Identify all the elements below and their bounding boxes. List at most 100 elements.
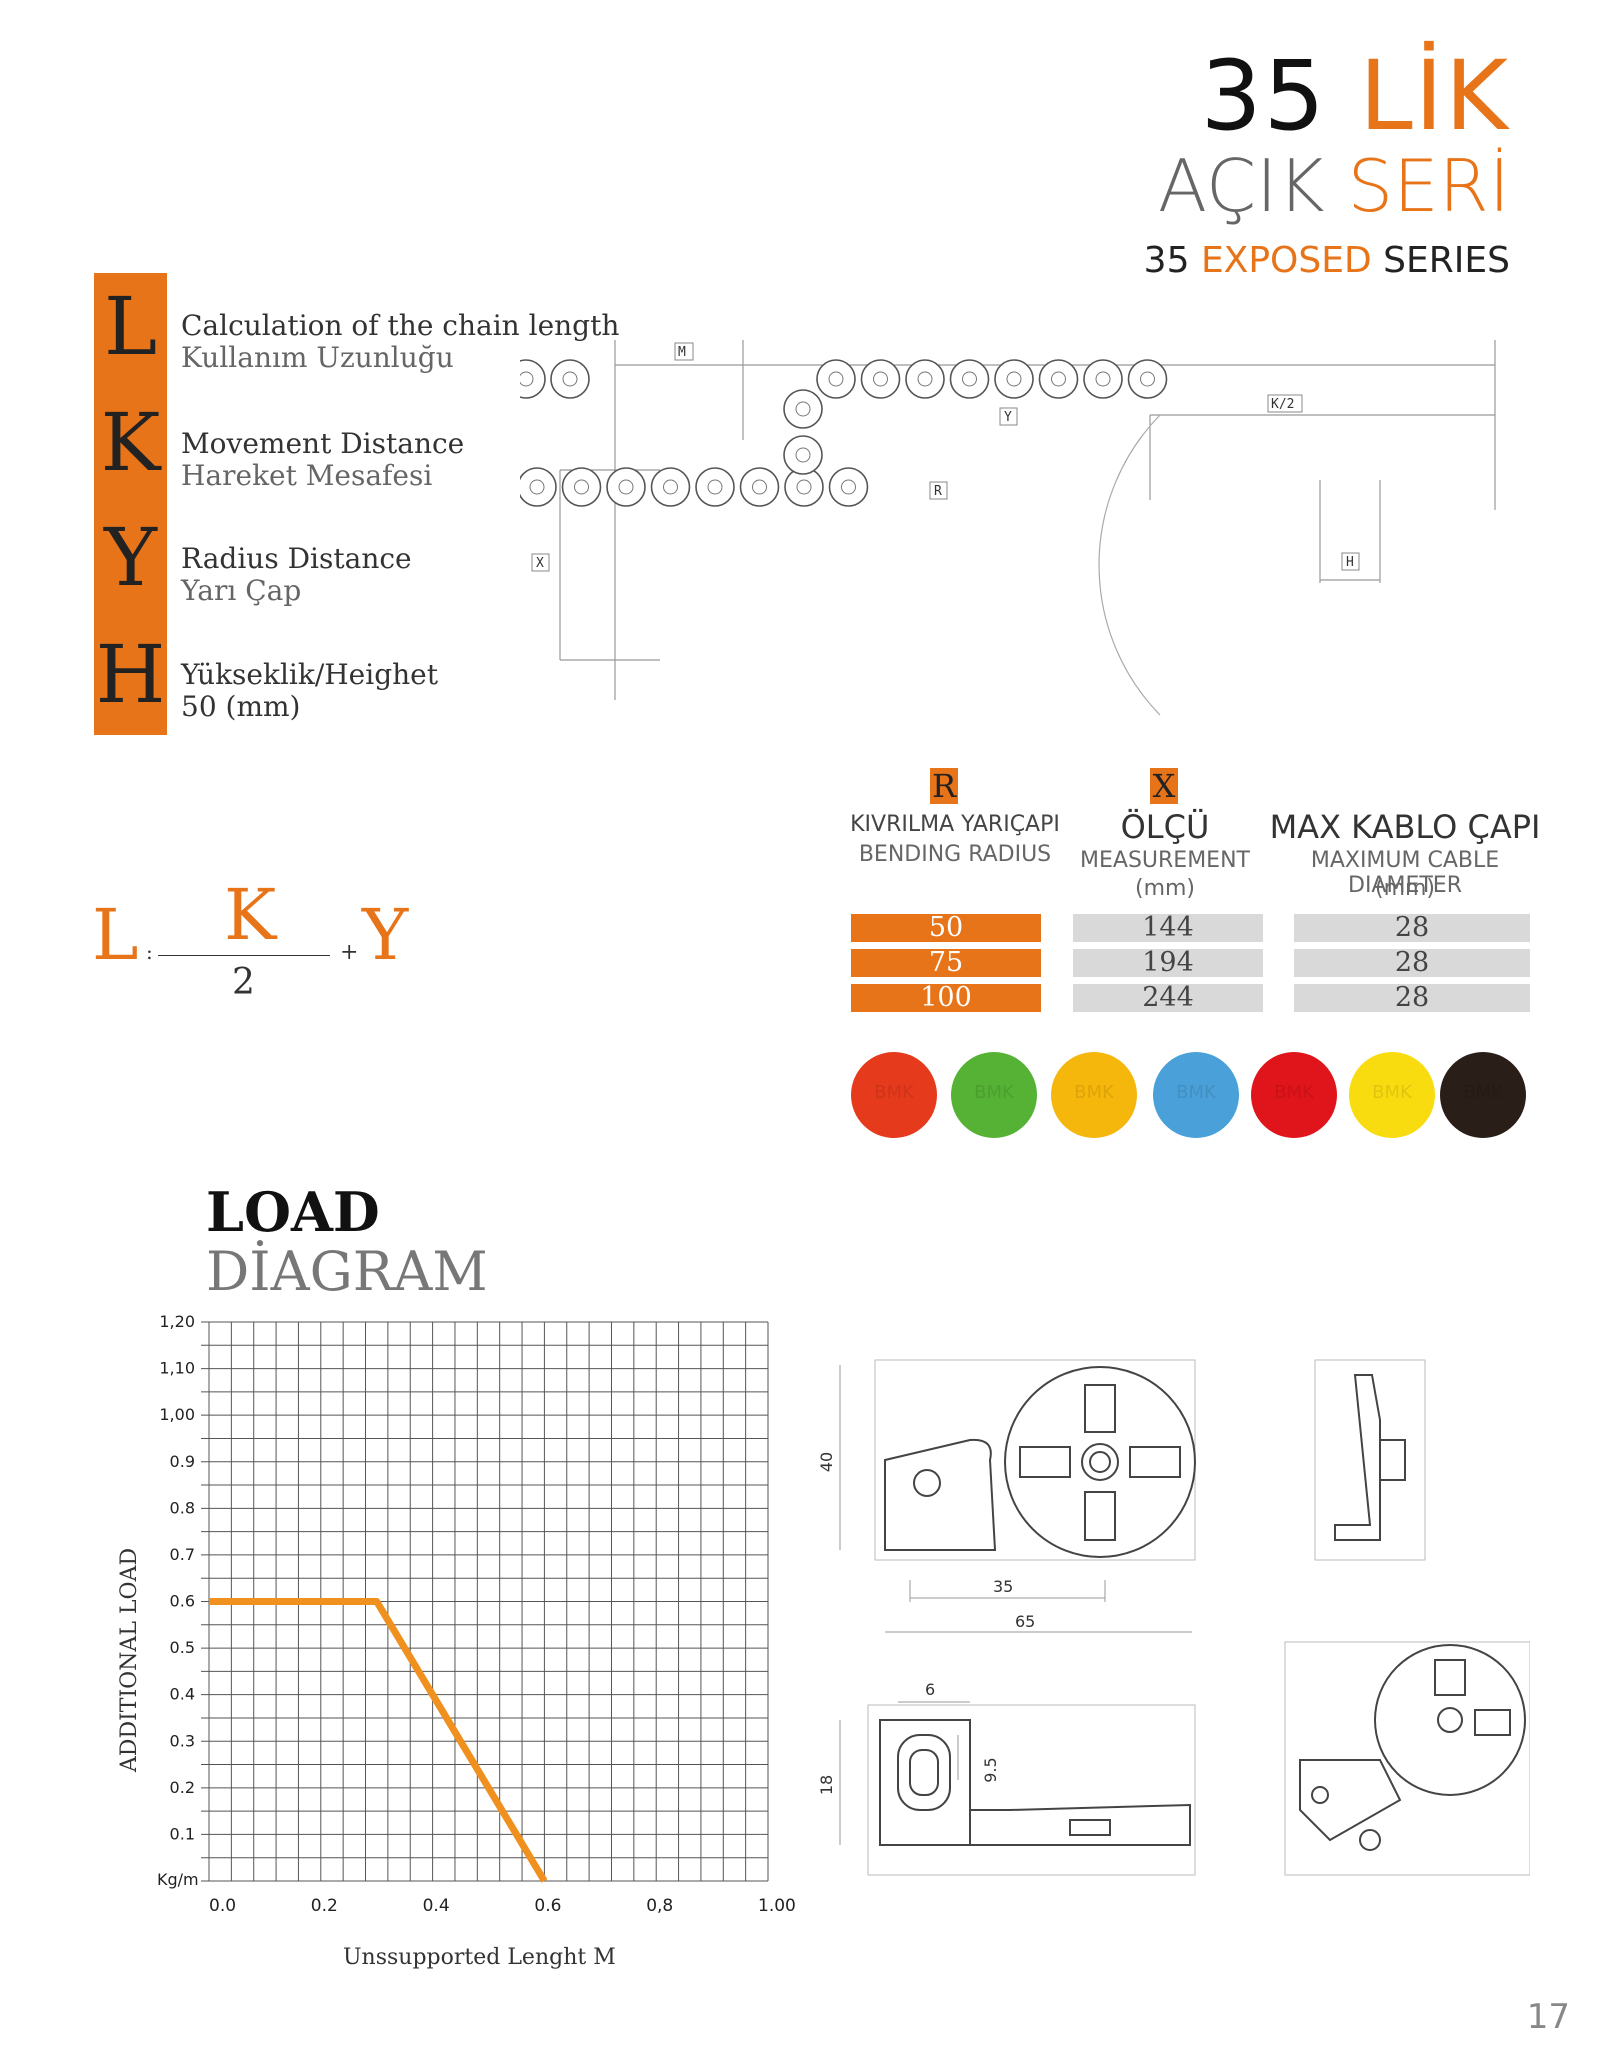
subtitle-part1: AÇIK bbox=[1157, 144, 1325, 228]
table-cell-max: 28 bbox=[1294, 949, 1530, 977]
formula-plus: + bbox=[340, 940, 359, 965]
formula-divisor: 2 bbox=[232, 962, 255, 1003]
table-cell-x: 244 bbox=[1073, 984, 1263, 1012]
chain-link bbox=[520, 359, 546, 399]
part-drawings: 40 35 65 6 9.5 18 bbox=[817, 1359, 1530, 1876]
y-tick-label: 0.3 bbox=[170, 1731, 195, 1750]
chain-link-pin bbox=[529, 479, 545, 495]
table-cell-x: 194 bbox=[1073, 949, 1263, 977]
chain-link-pin bbox=[962, 371, 977, 387]
chain-link-pin bbox=[917, 371, 933, 387]
legend-item-h: Yükseklik/Heighet 50 (mm) bbox=[181, 659, 438, 723]
swatch-brand: BMK bbox=[1176, 1082, 1216, 1103]
chain-link-pin bbox=[752, 479, 767, 495]
x-tick-label: 0,8 bbox=[646, 1896, 673, 1916]
swatch-brand: BMK bbox=[874, 1082, 914, 1103]
chain-link bbox=[994, 359, 1034, 399]
chain-link-pin bbox=[520, 371, 534, 387]
legend-item-y: Radius Distance Yarı Çap bbox=[181, 543, 412, 607]
y-tick-label: 0.8 bbox=[170, 1498, 195, 1517]
legend-item-tr: 50 (mm) bbox=[181, 690, 301, 723]
col1-title: KIVRILMA YARIÇAPI bbox=[850, 812, 1060, 837]
x-tick-label: 0.4 bbox=[423, 1896, 450, 1916]
y-tick-label: 0.4 bbox=[170, 1685, 195, 1704]
series-part3: SERIES bbox=[1383, 240, 1510, 281]
y-tick-label: 0.6 bbox=[170, 1592, 195, 1611]
dim-40: 40 bbox=[817, 1452, 836, 1472]
dim-label-x: X bbox=[536, 556, 544, 571]
col2-title: ÖLÇÜ bbox=[1120, 808, 1210, 846]
chain-link-pin bbox=[1140, 371, 1155, 387]
legend-letter-l: L bbox=[103, 280, 158, 373]
dim-18: 18 bbox=[817, 1775, 836, 1795]
chain-link-pin bbox=[562, 371, 578, 387]
legend-letter-h: H bbox=[95, 628, 166, 721]
dim-label-h: H bbox=[1346, 555, 1354, 570]
legend-item-tr: Kullanım Uzunluğu bbox=[181, 341, 454, 374]
chain-link bbox=[1083, 359, 1123, 399]
chain-link-pin bbox=[663, 479, 678, 495]
chain-schematic: M K/2 Y R X H bbox=[520, 340, 1496, 716]
legend-item-en: Radius Distance bbox=[181, 542, 412, 575]
table-cell-r: 100 bbox=[851, 984, 1041, 1012]
y-tick-label: 1,20 bbox=[159, 1312, 195, 1331]
page-subtitle: AÇIK SERİ bbox=[1158, 150, 1510, 222]
chain-link bbox=[606, 467, 646, 507]
chain-link-pin bbox=[618, 479, 634, 495]
x-tick-label: 0.2 bbox=[311, 1896, 338, 1916]
col1-sub: BENDING RADIUS bbox=[858, 842, 1052, 867]
series-part2: EXPOSED bbox=[1200, 240, 1372, 281]
color-swatch-crimson: BMK bbox=[1251, 1052, 1337, 1138]
swatch-brand: BMK bbox=[1372, 1082, 1412, 1103]
chain-link-pin bbox=[1006, 371, 1022, 387]
color-swatch-green: BMK bbox=[951, 1052, 1037, 1138]
formula-fraction-bar bbox=[158, 955, 330, 956]
chain-link-pin bbox=[796, 479, 812, 495]
y-tick-label: 0.2 bbox=[170, 1778, 195, 1797]
r-tag: R bbox=[930, 767, 958, 805]
dim-label-r: R bbox=[934, 484, 942, 499]
col2-unit: (mm) bbox=[1134, 876, 1196, 901]
table-cell-max: 28 bbox=[1294, 984, 1530, 1012]
dim-label-k2: K/2 bbox=[1271, 397, 1294, 412]
diagram-title: DİAGRAM bbox=[206, 1240, 488, 1303]
dim-6: 6 bbox=[925, 1680, 935, 1699]
x-tag: X bbox=[1150, 768, 1178, 804]
load-line-series bbox=[209, 1598, 548, 1883]
y-tick-label: 1,10 bbox=[159, 1359, 195, 1378]
page-number: 17 bbox=[1526, 1997, 1570, 2037]
x-tick-label: 0.6 bbox=[534, 1896, 561, 1916]
color-swatch-blue: BMK bbox=[1153, 1052, 1239, 1138]
chain-link bbox=[695, 467, 735, 507]
table-cell-max: 28 bbox=[1294, 914, 1530, 942]
chain-link bbox=[650, 467, 691, 507]
formula-y: Y bbox=[362, 894, 409, 976]
swatch-brand: BMK bbox=[1074, 1082, 1114, 1103]
dim-35: 35 bbox=[993, 1577, 1013, 1596]
formula-eq: : bbox=[146, 940, 153, 964]
legend-item-en: Movement Distance bbox=[181, 427, 465, 460]
swatch-brand: BMK bbox=[974, 1082, 1014, 1103]
formula: L : K 2 + Y bbox=[92, 874, 422, 1030]
chain-link bbox=[783, 389, 823, 429]
legend-letter-k: K bbox=[100, 396, 161, 489]
chart-series bbox=[209, 1598, 548, 1883]
legend-item-l: Calculation of the chain length Kullanım… bbox=[181, 310, 619, 374]
color-swatch-orange: BMK bbox=[1051, 1052, 1137, 1138]
chart-y-unit: Kg/m bbox=[157, 1870, 199, 1889]
y-tick-label: 1,00 bbox=[159, 1405, 195, 1424]
dim-9-5: 9.5 bbox=[981, 1757, 1000, 1782]
dim-65: 65 bbox=[1015, 1612, 1035, 1631]
formula-l: L bbox=[92, 894, 139, 976]
chart-y-ticks: 0.10.20.30.40.50.60.70.80.91,001,101,20 bbox=[159, 1312, 195, 1843]
chain-link-pin bbox=[828, 371, 844, 387]
chain-link bbox=[520, 467, 557, 507]
chain-link bbox=[816, 359, 856, 399]
title-number: 35 bbox=[1200, 40, 1327, 152]
chain-link bbox=[783, 435, 823, 475]
chain-link-pin bbox=[795, 401, 811, 417]
chain-link bbox=[550, 359, 590, 399]
subtitle-part2: SERİ bbox=[1347, 144, 1510, 228]
chain-links bbox=[520, 359, 1168, 507]
